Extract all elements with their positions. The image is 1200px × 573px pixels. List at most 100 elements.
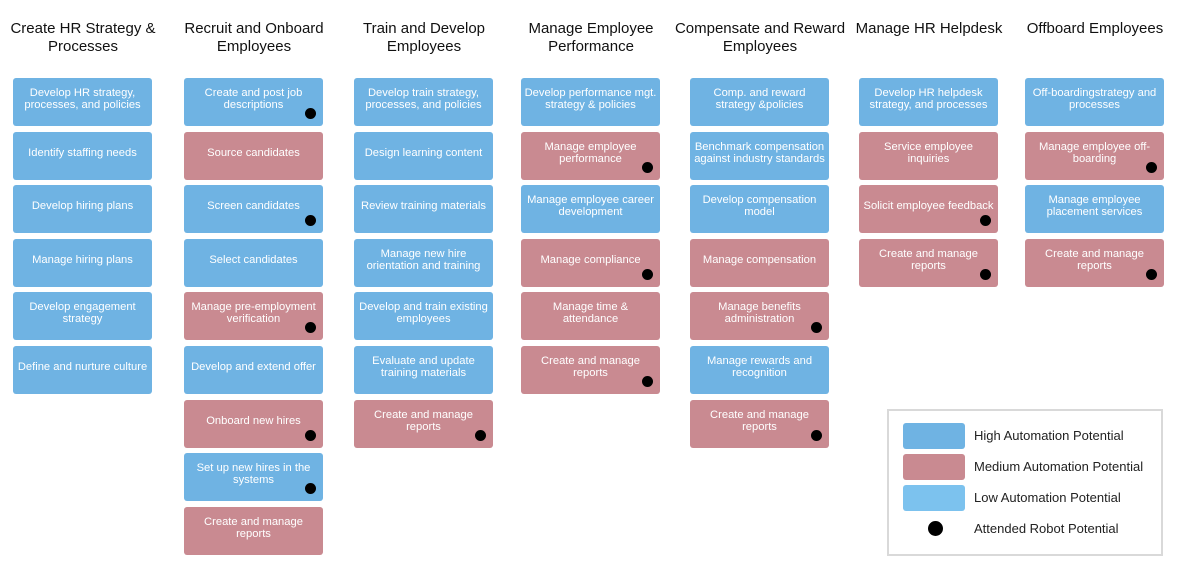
process-box: Off-boardingstrategy and processes [1025,78,1164,126]
process-box: Create and manage reports [690,399,829,448]
legend-item-medium: Medium Automation Potential [903,454,1153,480]
process-label: Benchmark compensation against industry … [694,140,825,165]
process-box: Service employee inquiries [859,131,998,180]
process-box: Manage rewards and recognition [690,346,829,394]
legend-label: Medium Automation Potential [974,459,1144,474]
process-label: Develop hiring plans [31,200,134,213]
process-label: Create and manage reports [541,355,640,379]
process-label: Create and manage reports [374,408,473,433]
process-box: Develop HR strategy, processes, and poli… [13,78,152,126]
robot-dot-icon [1146,268,1157,280]
process-box: Screen candidates [184,185,323,234]
process-label: Evaluate and update training materials [372,355,475,379]
process-box: Manage benefits administration [690,292,829,341]
robot-dot-icon [811,429,822,441]
column-title: Recruit and Onboard Employees [184,20,324,55]
legend-swatch-low [903,485,965,511]
process-box: Develop and train existing employees [354,292,493,341]
process-box: Manage employee off-boarding [1025,131,1164,180]
robot-dot-icon [980,215,991,227]
process-label: Create and manage reports [1045,247,1144,272]
process-label: Select candidates [209,253,298,266]
column-title: Offboard Employees [1026,20,1164,37]
process-label: Comp. and reward strategy &policies [713,87,806,111]
process-label: Manage hiring plans [32,253,133,266]
legend: High Automation Potential Medium Automat… [887,409,1163,556]
process-box: Create and manage reports [184,506,323,555]
robot-dot-icon [642,161,653,173]
process-label: Create and manage reports [879,247,978,272]
process-label: Identify staffing needs [28,146,137,159]
process-box: Comp. and reward strategy &policies [690,78,829,126]
process-box: Benchmark compensation against industry … [690,131,829,180]
process-box: Manage compensation [690,238,829,287]
process-label: Service employee inquiries [884,140,973,165]
robot-dot-icon [305,483,316,495]
process-box: Set up new hires in the systems [184,453,323,502]
process-label: Develop compensation model [702,194,817,219]
column-title: Compensate and Reward Employees [674,20,846,55]
process-label: Manage compensation [702,253,817,266]
process-label: Develop performance mgt. strategy & poli… [524,87,657,111]
legend-label: Low Automation Potential [974,490,1121,505]
process-label: Develop and train existing employees [359,301,488,326]
process-box: Manage hiring plans [13,238,152,287]
process-label: Develop HR helpdesk strategy, and proces… [869,87,988,111]
robot-dot-icon [642,268,653,280]
process-box: Create and manage reports [354,399,493,448]
process-label: Manage rewards and recognition [706,355,813,379]
process-label: Review training materials [361,200,486,213]
process-label: Develop HR strategy, processes, and poli… [24,87,141,111]
process-label: Off-boardingstrategy and processes [1032,87,1157,111]
legend-label: High Automation Potential [974,428,1124,443]
legend-label: Attended Robot Potential [974,521,1119,536]
process-box: Create and post job descriptions [184,78,323,126]
process-box: Select candidates [184,238,323,287]
process-box: Onboard new hires [184,399,323,448]
process-label: Source candidates [207,146,300,159]
column-title: Manage HR Helpdesk [855,20,1003,37]
process-box: Develop engagement strategy [13,292,152,341]
process-label: Design learning content [364,146,483,159]
process-label: Screen candidates [207,200,300,213]
process-box: Define and nurture culture [13,346,152,394]
process-box: Create and manage reports [859,238,998,287]
process-label: Manage employee performance [544,140,637,165]
robot-dot-icon [980,268,991,280]
process-box: Manage time & attendance [521,292,660,341]
process-label: Manage compliance [540,253,641,266]
process-box: Develop performance mgt. strategy & poli… [521,78,660,126]
process-box: Manage employee placement services [1025,185,1164,234]
process-label: Onboard new hires [206,414,301,427]
robot-dot-icon [305,429,316,441]
process-box: Manage pre-employment verification [184,292,323,341]
process-label: Solicit employee feedback [863,200,994,213]
process-label: Set up new hires in the systems [196,462,311,487]
process-box: Develop train strategy, processes, and p… [354,78,493,126]
robot-dot-icon [928,521,943,536]
process-label: Develop and extend offer [191,361,316,373]
process-box: Manage compliance [521,238,660,287]
column-title: Train and Develop Employees [362,20,485,55]
process-label: Define and nurture culture [17,361,148,373]
process-label: Create and manage reports [710,408,809,433]
process-box: Review training materials [354,185,493,234]
process-label: Develop engagement strategy [29,301,136,326]
legend-swatch-high [903,423,965,449]
legend-item-robot: Attended Robot Potential [903,516,1153,542]
process-box: Develop and extend offer [184,346,323,394]
process-label: Create and post job descriptions [204,87,303,111]
robot-dot-icon [1146,161,1157,173]
process-box: Manage new hire orientation and training [354,238,493,287]
process-label: Manage time & attendance [552,301,629,326]
process-label: Manage employee off-boarding [1038,140,1151,165]
robot-dot-icon [305,322,316,334]
robot-dot-icon [305,108,316,119]
process-label: Manage benefits administration [718,301,801,326]
process-box: Design learning content [354,131,493,180]
robot-dot-icon [475,429,486,441]
column-title: Create HR Strategy & Processes [10,20,156,55]
process-box: Solicit employee feedback [859,185,998,234]
process-box: Source candidates [184,131,323,180]
process-box: Develop compensation model [690,185,829,234]
